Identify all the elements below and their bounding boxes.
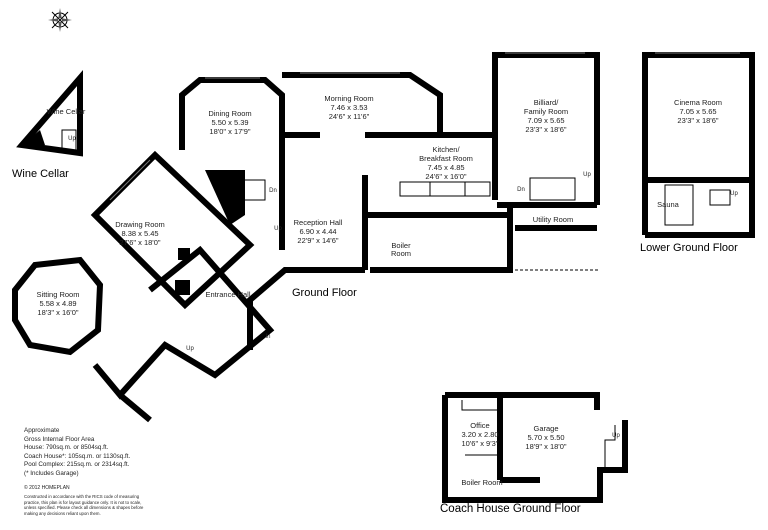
dining-room-imperial: 18'0" x 17'9" <box>209 127 250 136</box>
morning-room-metric: 7.46 x 3.53 <box>330 103 367 112</box>
morning-room-name: Morning Room <box>324 94 373 103</box>
utility-room-name: Utility Room <box>533 215 573 224</box>
floor-title-ground: Ground Floor <box>292 287 357 299</box>
dining-room-name: Dining Room <box>208 109 251 118</box>
reception-hall-metric: 6.90 x 4.44 <box>299 227 336 236</box>
stair-up-label-entrance: Up <box>186 346 194 352</box>
billiard-room-metric: 7.09 x 5.65 <box>527 116 564 125</box>
dining-room-metric: 5.50 x 5.39 <box>211 118 248 127</box>
entrance-marker: In <box>265 334 270 340</box>
floor-title-coach-house: Coach House Ground Floor <box>440 503 581 515</box>
sitting-room-imperial: 18'3" x 16'0" <box>37 308 78 317</box>
billiard-room-name: Billiard/ <box>534 98 560 107</box>
ground-floor-plan: Ground Floor <box>12 52 600 423</box>
reception-hall-name: Reception Hall <box>294 218 343 227</box>
cinema-room-name: Cinema Room <box>674 98 722 107</box>
garage-imperial: 18'9" x 18'0" <box>525 442 566 451</box>
entrance-hall-name: Entrance Hall <box>205 290 250 299</box>
stair-up-label: Up <box>274 226 282 232</box>
floor-area-info: Approximate Gross Internal Floor Area Ho… <box>24 427 154 516</box>
office-metric: 3.20 x 2.80 <box>461 430 498 439</box>
drawing-room-imperial: 27'6" x 18'0" <box>119 238 160 247</box>
office-imperial: 10'6" x 9'3" <box>462 439 499 448</box>
floor-title-lower-ground: Lower Ground Floor <box>640 242 738 254</box>
info-line: Coach House*: 105sq.m. or 1130sq.ft. <box>24 452 131 460</box>
stair-dn-label-billiard: Dn <box>517 187 525 193</box>
sauna-name: Sauna <box>657 200 680 209</box>
room-labels: Dining Room 5.50 x 5.39 18'0" x 17'9" Mo… <box>37 94 739 487</box>
billiard-room-name-2: Family Room <box>524 107 568 116</box>
billiard-room-imperial: 23'3" x 18'6" <box>525 125 566 134</box>
stair-up-label-coach: Up <box>612 433 620 439</box>
lower-ground-floor-plan: Lower Ground Floor <box>640 52 755 254</box>
kitchen-name-2: Breakfast Room <box>419 154 473 163</box>
coach-house-plan: Coach House Ground Floor <box>440 392 628 515</box>
stair-up-label-billiard: Up <box>583 172 591 178</box>
drawing-room-metric: 8.38 x 5.45 <box>121 229 158 238</box>
garage-metric: 5.70 x 5.50 <box>527 433 564 442</box>
room-label: Wine Cellar <box>47 107 86 116</box>
compass-rose-icon <box>48 8 72 32</box>
stair-dn-label: Dn <box>269 188 277 194</box>
info-line: Approximate <box>24 427 60 434</box>
sitting-room-metric: 5.58 x 4.89 <box>39 299 76 308</box>
kitchen-metric: 7.45 x 4.85 <box>427 163 464 172</box>
boiler-room-name: Boiler <box>391 241 411 250</box>
wine-cellar-plan: Wine Cellar Up Wine Cellar <box>12 69 86 180</box>
floor-title-wine-cellar: Wine Cellar <box>12 168 69 180</box>
info-line: Gross Internal Floor Area <box>24 435 95 443</box>
drawing-room-name: Drawing Room <box>115 220 165 229</box>
copyright: © 2012 HOMEPLAN <box>24 484 70 491</box>
morning-room-imperial: 24'6" x 11'6" <box>329 112 370 121</box>
info-line: (* Includes Garage) <box>24 469 79 477</box>
reception-hall-imperial: 22'9" x 14'6" <box>297 236 338 245</box>
cinema-room-metric: 7.05 x 5.65 <box>679 107 716 116</box>
sitting-room-name: Sitting Room <box>37 290 80 299</box>
stair-up-label-lower: Up <box>730 191 738 197</box>
cinema-room-imperial: 23'3" x 18'6" <box>677 116 718 125</box>
kitchen-name: Kitchen/ <box>432 145 460 154</box>
office-name: Office <box>470 421 489 430</box>
info-line: Pool Complex: 215sq.m. or 2314sq.ft. <box>24 461 130 469</box>
garage-name: Garage <box>533 424 558 433</box>
boiler-room-name-2: Room <box>391 249 411 258</box>
info-line: House: 790sq.m. or 8504sq.ft. <box>24 444 109 452</box>
stair-label: Up <box>68 136 76 142</box>
kitchen-imperial: 24'6" x 16'0" <box>425 172 466 181</box>
disclaimer: Constructed in accordance with the RICS … <box>24 494 144 516</box>
coach-boiler-room-name: Boiler Room <box>461 478 502 487</box>
